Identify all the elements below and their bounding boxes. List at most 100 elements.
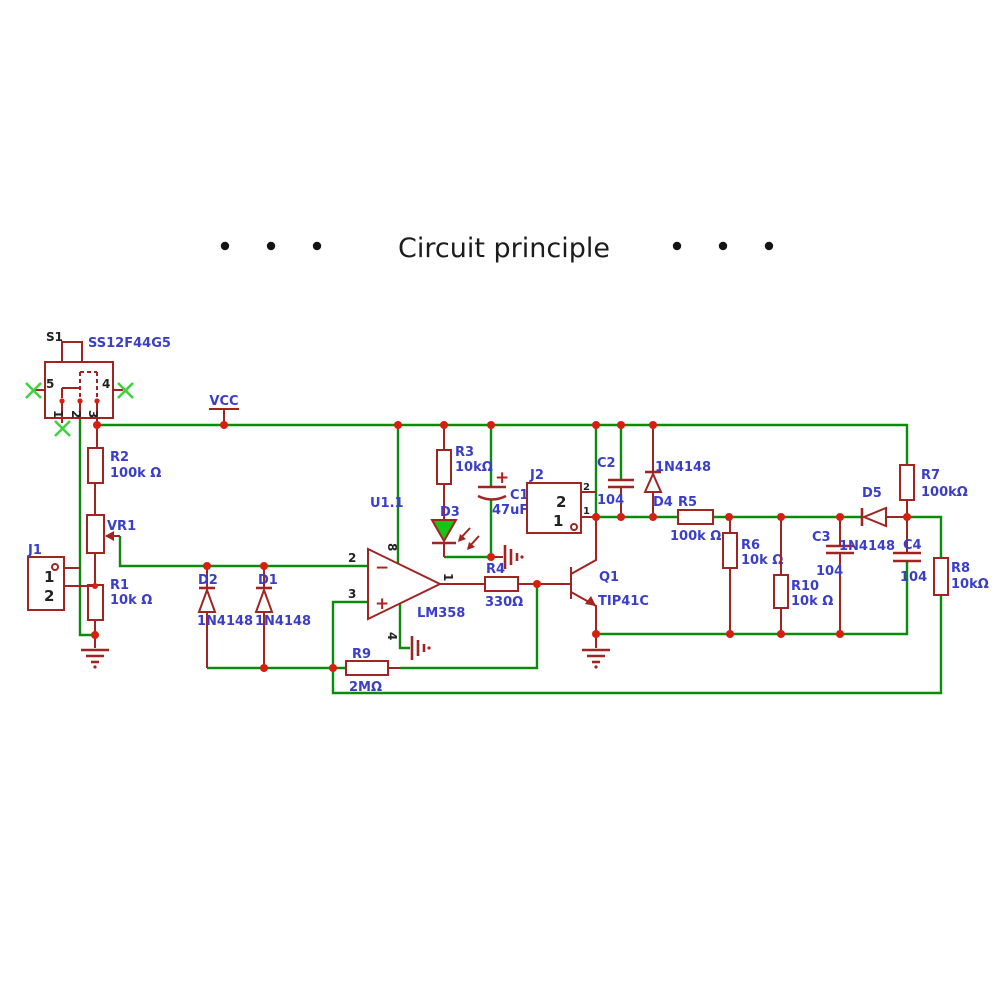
capacitor-C2: C2 104 [597, 456, 634, 517]
j2-pinnum1: 1 [583, 506, 590, 517]
d1-value: 1N4148 [255, 614, 311, 629]
opamp-triangle [367, 547, 443, 621]
j2-pinnum2: 2 [583, 482, 590, 493]
r1-value: 10k Ω [110, 593, 152, 608]
r2-ref: R2 [110, 450, 129, 465]
switch-pin4-label: 4 [102, 377, 110, 391]
r6-value: 10k Ω [741, 553, 783, 568]
d3-light-arrowhead [458, 534, 466, 542]
decorative-dot [672, 241, 682, 251]
opamp-pin4-label: 4 [385, 632, 399, 640]
d3-triangle [430, 519, 458, 544]
r9-ref: R9 [352, 647, 371, 662]
c3-ref: C3 [812, 530, 831, 545]
r8-ref: R8 [951, 561, 970, 576]
q1-ref: Q1 [599, 570, 619, 585]
j1-pin2-label: 2 [44, 587, 54, 605]
resistor-R5: R5 100k Ω [670, 495, 721, 544]
r5-value: 100k Ω [670, 529, 721, 544]
opamp-plus-sign: + [375, 594, 389, 614]
vr1-body [86, 514, 105, 554]
d3-ref: D3 [440, 505, 460, 520]
j2-name1: 1 [553, 512, 563, 530]
r8-top-wire [907, 515, 943, 558]
resistor-R8: R8 10kΩ [933, 557, 989, 596]
switch-pin-dot [77, 398, 83, 404]
no-connect-x-pin4 [117, 382, 134, 399]
opamp-pin8-label: 8 [385, 543, 399, 551]
r2-body [87, 447, 104, 484]
r7-body [899, 464, 915, 501]
vr1-ref: VR1 [107, 519, 136, 534]
d2-value: 1N4148 [197, 614, 253, 629]
r7-value: 100kΩ [921, 485, 968, 500]
resistor-R1: R1 10k Ω [87, 578, 152, 648]
ground-symbol-left [81, 648, 109, 669]
j2-name2: 2 [556, 493, 566, 511]
q1-emitter [570, 591, 597, 634]
r6-body [722, 532, 738, 569]
r9-feedback-wire [400, 584, 539, 670]
connector-J2: J2 2 1 2 1 [526, 468, 596, 534]
q1-emitter-arrow [585, 596, 596, 606]
d4-value: 1N4148 [655, 460, 711, 475]
no-connect-x-pin1 [54, 420, 71, 437]
d2-ref: D2 [198, 573, 218, 588]
switch-part: SS12F44G5 [88, 336, 171, 351]
resistor-R9: R9 2MΩ [345, 647, 400, 695]
c4-ref: C4 [903, 538, 922, 553]
r4-ref: R4 [486, 562, 505, 577]
switch-actuator [61, 341, 83, 363]
capacitor-C4: C4 104 [893, 517, 927, 585]
opamp-pin2-label: 2 [348, 551, 356, 565]
d5-value: 1N4148 [839, 539, 895, 554]
resistor-R4: R4 330Ω [484, 562, 571, 610]
opamp-U1: − + 2 3 8 4 1 U1.1 LM358 [348, 496, 485, 640]
j1-pin1-circle [51, 563, 59, 571]
j2-ref: J2 [529, 468, 544, 483]
decorative-dot [718, 241, 728, 251]
opamp-ref: U1.1 [370, 496, 404, 511]
c1-polarity: + [495, 468, 509, 488]
c1-value: 47uF [492, 503, 528, 518]
vr1-wiper-to-inv-input-wire [118, 536, 368, 568]
vcc-label: VCC [209, 394, 238, 409]
header-decoration: Circuit principle [220, 233, 774, 264]
switch-pin1-label: 1 [51, 410, 65, 418]
c1-bottom-plate [477, 494, 507, 501]
r8-body [933, 557, 949, 596]
resistor-R10: R10 10k Ω [773, 517, 833, 634]
r3-body [436, 449, 452, 485]
emitter-ground-rail-wire [596, 561, 909, 636]
c4-value: 104 [900, 570, 927, 585]
ground-symbol-c1 [491, 545, 524, 569]
capacitor-C3: C3 104 [812, 517, 854, 634]
r3-value: 10kΩ [455, 460, 493, 475]
r2-value: 100k Ω [110, 466, 161, 481]
r1-ref: R1 [110, 578, 129, 593]
diode-D5: D5 1N4148 [839, 486, 907, 554]
d5-ref: D5 [862, 486, 882, 501]
switch-S1: S1 SS12F44G5 5 4 1 2 3 [25, 330, 171, 450]
j1-pin1-label: 1 [44, 568, 54, 586]
opamp-pin1-label: 1 [441, 573, 455, 581]
r7-ref: R7 [921, 468, 940, 483]
r9-body [345, 660, 389, 676]
decorative-dot [764, 241, 774, 251]
r4-value: 330Ω [485, 595, 523, 610]
diode-D2: D2 1N4148 [197, 566, 253, 668]
potentiometer-VR1: VR1 [86, 514, 136, 585]
page-title: Circuit principle [398, 233, 610, 264]
r8-value: 10kΩ [951, 577, 989, 592]
no-connect-x-pin5 [25, 382, 42, 399]
diode-D1: D1 1N4148 [254, 566, 311, 668]
vcc-rail-wire [97, 423, 909, 465]
opamp-minus-sign: − [375, 558, 389, 578]
decorative-dot [220, 241, 230, 251]
decorative-dot [312, 241, 322, 251]
r3-ref: R3 [455, 445, 474, 460]
d5-triangle [861, 506, 887, 528]
resistor-R2: R2 100k Ω [87, 447, 161, 515]
diode-D4: 1N4148 D4 [643, 425, 711, 517]
